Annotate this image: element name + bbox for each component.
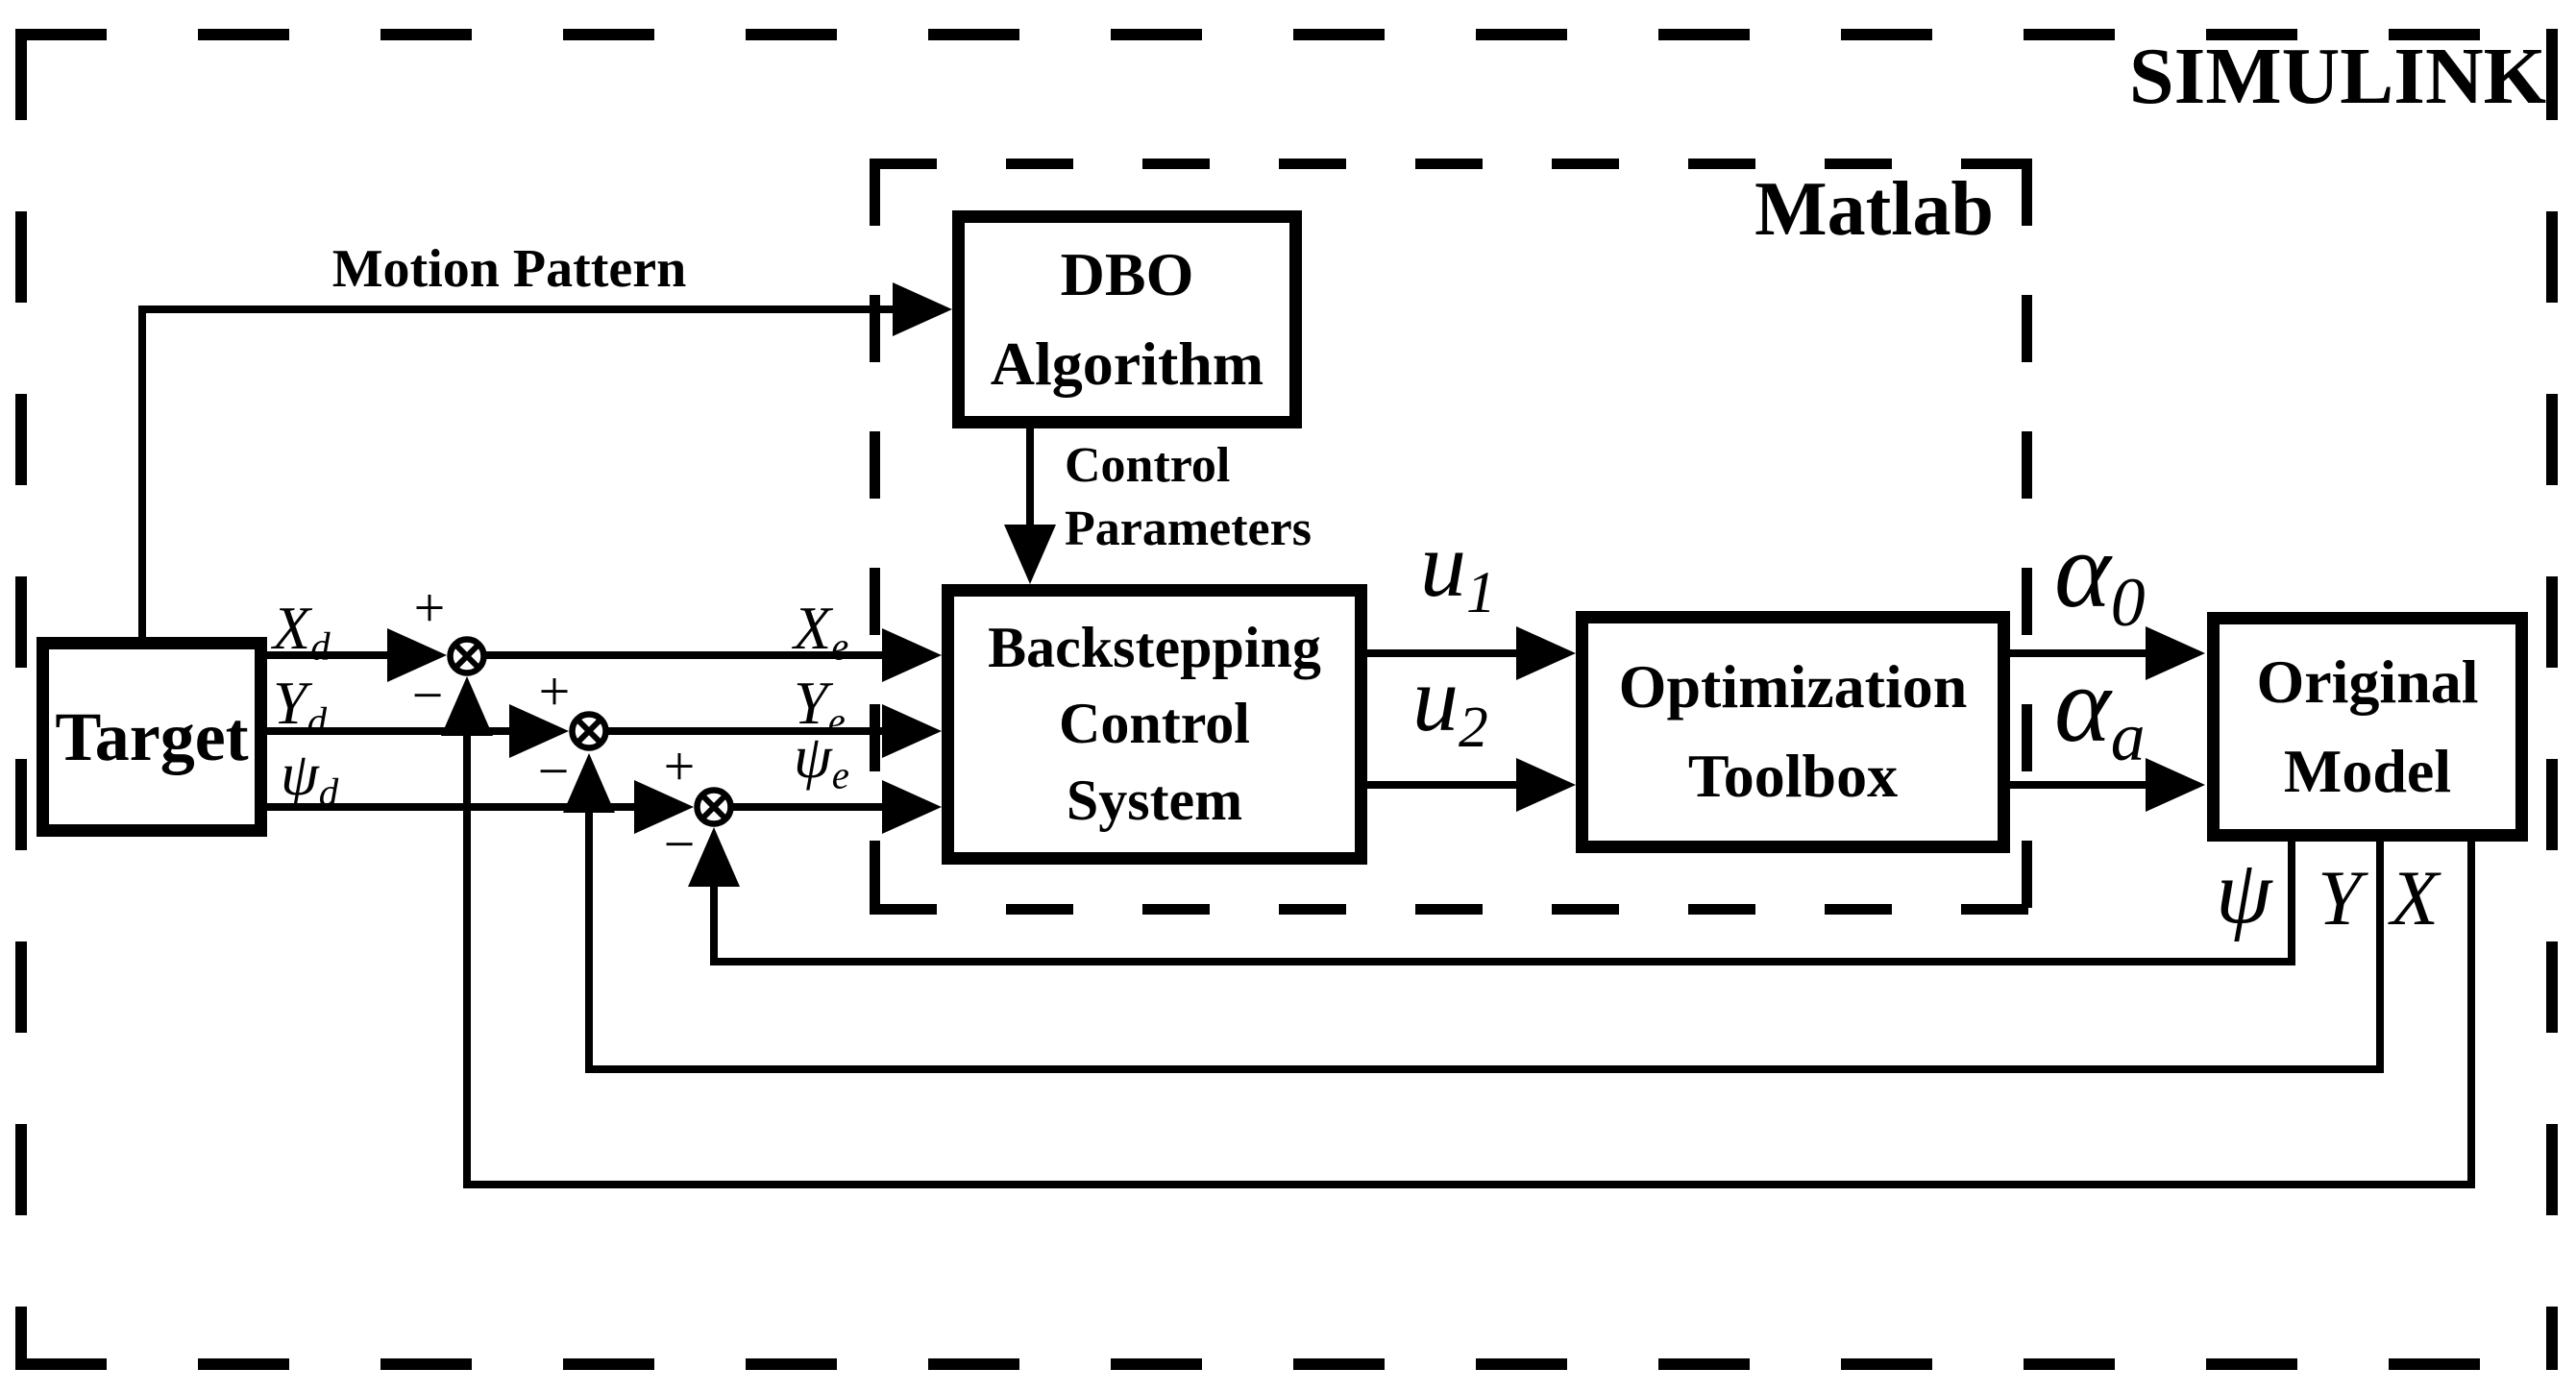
outer-frame-bottom — [15, 1358, 2558, 1370]
matlab-label: Matlab — [1754, 167, 1994, 252]
matlab-frame-right — [2022, 159, 2032, 915]
motion-pattern-label: Motion Pattern — [331, 239, 687, 299]
wire-xd — [266, 651, 401, 659]
control-parameters-label: Control Parameters — [1065, 434, 1312, 561]
matlab-frame-left — [870, 159, 880, 915]
sum2-minus-sign: − — [537, 740, 570, 802]
wire-control-parameters — [1026, 426, 1034, 533]
wire-psid — [266, 803, 642, 811]
optimization-toolbox-block: Optimization Toolbox — [1576, 611, 2010, 853]
arrow-u2-into-optimization-icon — [1516, 758, 1576, 812]
wire-psi-feedback — [710, 958, 2295, 965]
arrow-ye-into-backstepping-icon — [882, 704, 942, 758]
outer-frame-left — [15, 29, 27, 1370]
control-parameters-line2: Parameters — [1065, 501, 1312, 557]
wire-psi-drop — [2288, 836, 2295, 965]
wire-motion-drop — [138, 305, 146, 641]
wire-psie — [732, 803, 891, 811]
dbo-algorithm-block: DBO Algorithm — [952, 210, 1302, 428]
sum-junction-x-icon — [447, 636, 487, 676]
signal-label-psid: ψd — [281, 740, 339, 815]
wire-y-drop — [2376, 836, 2384, 1073]
arrow-psie-into-backstepping-icon — [882, 780, 942, 834]
outer-frame-right — [2546, 29, 2558, 1370]
wire-alphaa — [2004, 781, 2152, 789]
sum3-plus-sign: + — [663, 735, 696, 797]
arrow-control-params-down-icon — [1004, 525, 1056, 584]
backstepping-block: Backstepping Control System — [942, 584, 1367, 865]
matlab-frame-bottom — [870, 904, 2032, 915]
signal-label-u2: u2 — [1412, 648, 1488, 761]
target-label: Target — [55, 697, 249, 775]
arrow-xe-into-backstepping-icon — [882, 628, 942, 682]
original-model-label-line1: Original — [2256, 647, 2479, 716]
wire-j3-feedback-riser — [710, 874, 718, 965]
wire-yd — [266, 727, 521, 735]
arrow-motion-into-dbo-icon — [893, 282, 952, 336]
wire-x-drop — [2467, 836, 2475, 1188]
signal-label-alpha0: α0 — [2054, 511, 2146, 642]
signal-label-y-out: Y — [2318, 854, 2362, 941]
sum1-plus-sign: + — [413, 576, 446, 639]
control-parameters-line1: Control — [1065, 438, 1231, 493]
matlab-frame-top — [870, 159, 2032, 169]
optimization-label-line1: Optimization — [1618, 652, 1968, 721]
signal-label-xd: Xd — [273, 594, 331, 669]
wire-j2-feedback-riser — [585, 799, 593, 1073]
target-block: Target — [37, 637, 267, 837]
optimization-label-line2: Toolbox — [1687, 742, 1899, 810]
arrow-psid-into-sum3-icon — [634, 780, 694, 834]
wire-alpha0 — [2004, 649, 2152, 657]
backstepping-label-line3: System — [1066, 768, 1243, 832]
signal-label-xe: Xe — [794, 594, 849, 669]
signal-label-ye: Ye — [794, 669, 846, 744]
signal-label-yd: Yd — [273, 669, 328, 744]
wire-j1-feedback-riser — [463, 722, 471, 1188]
wire-xe — [485, 651, 891, 659]
signal-label-alphaa: αa — [2054, 646, 2146, 776]
signal-label-x-out: X — [2391, 854, 2440, 941]
sum-junction-psi-icon — [694, 787, 734, 827]
arrow-feedback-into-sum3-icon — [688, 827, 740, 887]
simulink-label: SIMULINK — [2128, 32, 2546, 121]
dbo-label-line1: DBO — [1060, 239, 1194, 308]
original-model-label-line2: Model — [2283, 736, 2452, 805]
wire-u1 — [1362, 649, 1523, 657]
signal-label-psie: ψe — [794, 722, 849, 797]
backstepping-label-line1: Backstepping — [988, 616, 1321, 680]
backstepping-label-line2: Control — [1059, 692, 1250, 756]
wire-u2 — [1362, 781, 1523, 789]
arrow-alphaa-into-original-icon — [2146, 758, 2205, 812]
sum1-minus-sign: − — [411, 664, 444, 726]
sum3-minus-sign: − — [663, 813, 696, 875]
arrow-alpha0-into-original-icon — [2146, 626, 2205, 680]
dbo-label-line2: Algorithm — [990, 329, 1264, 398]
signal-label-psi-out: ψ — [2216, 843, 2272, 942]
arrow-u1-into-optimization-icon — [1516, 626, 1576, 680]
arrow-feedback-into-sum2-icon — [563, 753, 615, 813]
sum2-plus-sign: + — [538, 660, 571, 722]
arrow-feedback-into-sum1-icon — [441, 676, 493, 736]
wire-x-feedback — [463, 1181, 2475, 1188]
wire-y-feedback — [585, 1065, 2384, 1073]
sum-junction-y-icon — [569, 711, 609, 751]
original-model-block: Original Model — [2207, 612, 2528, 842]
arrow-xd-into-sum1-icon — [387, 628, 447, 682]
arrow-yd-into-sum2-icon — [509, 704, 569, 758]
wire-ye — [607, 727, 891, 735]
signal-label-u1: u1 — [1420, 513, 1496, 626]
outer-frame-top — [15, 29, 2558, 40]
wire-motion-pattern — [142, 305, 898, 313]
